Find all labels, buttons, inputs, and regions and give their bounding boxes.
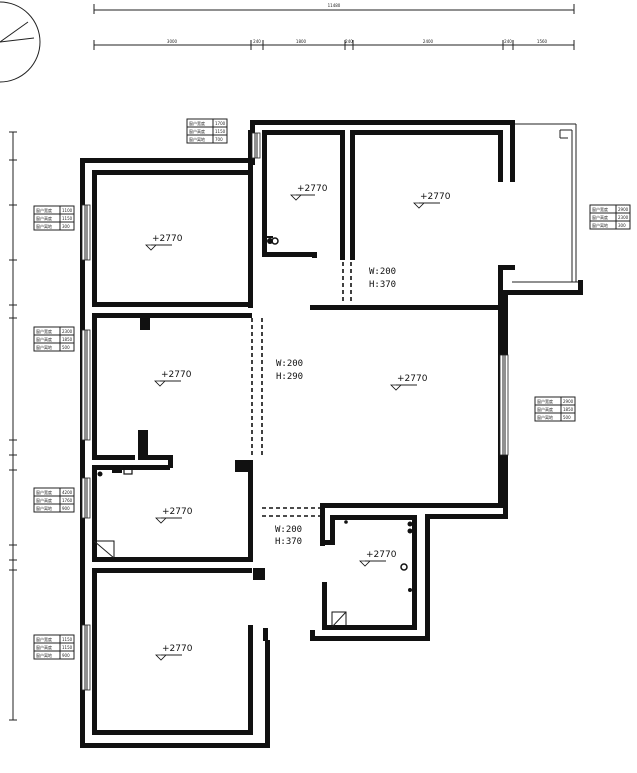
overall-dimension-line: 11480	[93, 3, 575, 14]
elevation-text: +2770	[420, 192, 451, 202]
window-value: 1100	[62, 208, 73, 213]
window-row-label: 窗户宽度	[36, 328, 52, 334]
room-elevations: +2770 +2770 +2770 +2770 +2770 +2770	[145, 184, 451, 661]
window-value: 2900	[563, 399, 574, 404]
window-value: 500	[62, 345, 70, 350]
window-value: 2900	[618, 207, 629, 212]
window-table: 窗户宽度 窗户高度 窗户离地 1150 1150 900	[33, 634, 75, 660]
drain-icon	[271, 237, 279, 245]
drain-icon	[407, 528, 413, 534]
window-value: 1760	[62, 498, 73, 503]
window-value: 300	[618, 223, 626, 228]
window-value: 900	[62, 653, 70, 658]
elevation-text: +2770	[366, 550, 397, 560]
segment-dimension-text: 1800	[296, 39, 307, 44]
window-row-label: 窗户离地	[36, 652, 52, 658]
window-value: 500	[563, 415, 571, 420]
window-row-label: 窗户高度	[537, 406, 553, 412]
elevation-label: +2770	[390, 374, 428, 391]
window-row-label: 窗户高度	[592, 214, 608, 220]
interior-walls	[92, 130, 515, 735]
drain-icon	[400, 563, 408, 571]
window-table: 窗户宽度 窗户高度 窗户离地 2300 1850 500	[33, 326, 75, 352]
window-table: 窗户宽度 窗户高度 窗户离地 4200 1760 900	[33, 487, 75, 513]
window-row-label: 窗户离地	[537, 414, 553, 420]
segment-dimension-text: 1560	[537, 39, 548, 44]
overall-dimension-text: 11480	[328, 3, 341, 8]
window-value: 4200	[62, 490, 73, 495]
opening-height: H:290	[276, 372, 303, 382]
window-row-label: 窗户宽度	[537, 398, 553, 404]
elevation-text: +2770	[152, 234, 183, 244]
window-row-label: 窗户高度	[36, 215, 52, 221]
window-value: 1850	[62, 337, 73, 342]
window-value: 900	[62, 506, 70, 511]
segment-dimension-text: 240	[504, 39, 512, 44]
drain-icon	[267, 238, 273, 244]
window-value: 1150	[62, 637, 73, 642]
opening-height: H:370	[369, 280, 396, 290]
window-table: 窗户宽度 窗户高度 窗户离地 1700 1150 700	[186, 118, 228, 144]
elevation-label: +2770	[145, 234, 183, 251]
elevation-text: +2770	[162, 644, 193, 654]
open-boundaries	[251, 262, 352, 517]
window-value: 700	[215, 137, 223, 142]
opening-annotations: W:200 H:370 W:200 H:290 W:200 H:370	[275, 267, 396, 547]
window-row-label: 窗户离地	[36, 223, 52, 229]
window-marks	[81, 132, 509, 691]
window-value: 1150	[62, 645, 73, 650]
elevation-text: +2770	[161, 370, 192, 380]
window-table: 窗户宽度 窗户高度 窗户离地 2900 2300 300	[589, 204, 631, 230]
opening-width: W:200	[369, 267, 396, 277]
segment-dimension-text: 3000	[167, 39, 178, 44]
segment-dimension-text: 2400	[423, 39, 434, 44]
window-value: 1150	[215, 129, 226, 134]
window-row-label: 窗户高度	[189, 128, 205, 134]
balcony-outline	[512, 123, 578, 283]
elevation-label: +2770	[413, 192, 451, 209]
window-row-label: 窗户高度	[36, 644, 52, 650]
window-value: 2300	[618, 215, 629, 220]
segment-dimension-text: 240	[345, 39, 353, 44]
window-value: 1700	[215, 121, 226, 126]
elevation-text: +2770	[162, 507, 193, 517]
window-table: 窗户宽度 窗户高度 窗户离地 2900 1850 500	[534, 396, 576, 422]
elevation-label: +2770	[155, 644, 193, 661]
elevation-text: +2770	[397, 374, 428, 384]
window-row-label: 窗户离地	[36, 344, 52, 350]
window-value: 1850	[563, 407, 574, 412]
window-row-label: 窗户离地	[592, 222, 608, 228]
drain-icon	[97, 471, 103, 477]
window-row-label: 窗户宽度	[189, 120, 205, 126]
segment-dimension-text: 240	[253, 39, 261, 44]
opening-height: H:370	[275, 537, 302, 547]
elevation-label: +2770	[290, 184, 328, 201]
window-value: 1150	[62, 216, 73, 221]
compass-icon	[0, 1, 41, 83]
window-row-label: 窗户宽度	[592, 206, 608, 212]
window-row-label: 窗户高度	[36, 497, 52, 503]
elevation-label: +2770	[359, 550, 397, 567]
window-value: 2300	[62, 329, 73, 334]
window-row-label: 窗户宽度	[36, 636, 52, 642]
segment-dimension-line: 3000 240 1800 240 2400 240 1560	[93, 39, 575, 50]
window-table: 窗户宽度 窗户高度 窗户离地 1100 1150 300	[33, 205, 75, 231]
elevation-text: +2770	[297, 184, 328, 194]
window-row-label: 窗户离地	[36, 505, 52, 511]
elevation-label: +2770	[155, 507, 193, 524]
opening-width: W:200	[275, 525, 302, 535]
window-row-label: 窗户高度	[36, 336, 52, 342]
drain-icon	[407, 521, 413, 527]
fixtures	[93, 236, 413, 628]
window-row-label: 窗户宽度	[36, 489, 52, 495]
window-row-label: 窗户离地	[189, 136, 205, 142]
opening-width: W:200	[276, 359, 303, 369]
left-dimension-line	[9, 131, 17, 721]
window-value: 300	[62, 224, 70, 229]
window-row-label: 窗户宽度	[36, 207, 52, 213]
elevation-label: +2770	[154, 370, 192, 387]
